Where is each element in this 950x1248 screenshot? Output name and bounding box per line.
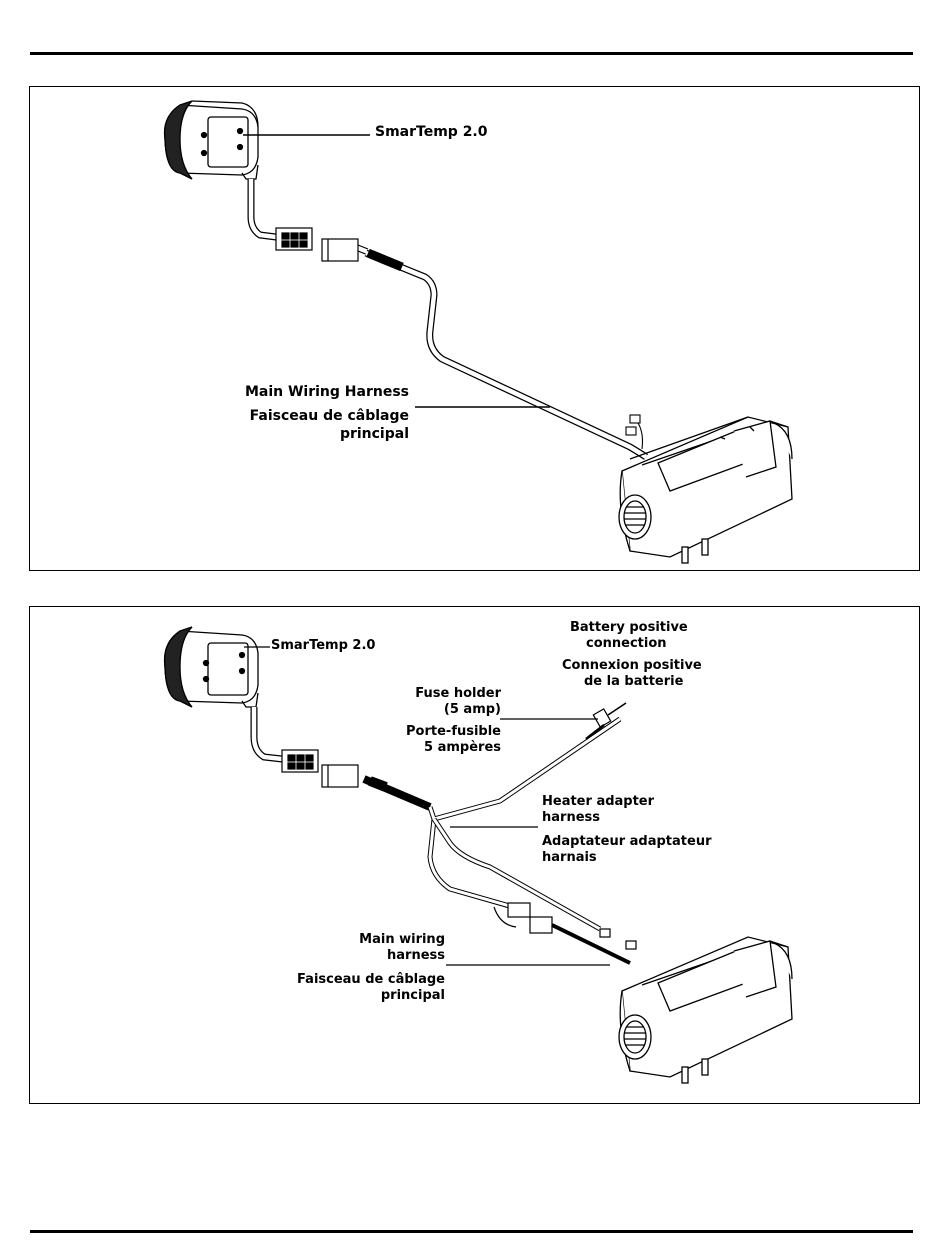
fuse-label-fr-1: Porte-fusible — [406, 723, 501, 740]
smartemp-controller-2 — [165, 627, 258, 707]
main-harness-label-en-2b: harness — [387, 947, 445, 964]
smartemp-label-1: SmarTemp 2.0 — [375, 123, 488, 141]
wiring-diagram-panel-2: SmarTemp 2.0 Battery positive connection… — [29, 606, 920, 1104]
fuse-label-fr-2: 5 ampères — [424, 739, 501, 756]
bottom-rule — [30, 1230, 913, 1233]
battery-label-en-1: Battery positive — [570, 619, 688, 636]
main-harness-label-fr-2a: Faisceau de câblage — [297, 971, 445, 988]
top-rule — [30, 52, 913, 55]
plug-connector-2 — [282, 750, 318, 772]
main-harness-label-fr-2b: principal — [381, 987, 445, 1004]
main-harness-label-fr-1: Faisceau de câblage — [250, 407, 409, 425]
fuse-label-en-1: Fuse holder — [415, 685, 501, 702]
battery-label-en-2: connection — [586, 635, 667, 652]
main-harness-label-en-2a: Main wiring — [359, 931, 445, 948]
wiring-diagram-2 — [30, 607, 921, 1105]
wiring-diagram-panel-1: SmarTemp 2.0 Main Wiring Harness Faiscea… — [29, 86, 920, 571]
adapter-label-en-2: harness — [542, 809, 600, 826]
socket-connector-2 — [322, 765, 358, 787]
battery-label-fr-1: Connexion positive — [562, 657, 702, 674]
plug-connector — [276, 228, 312, 250]
heater-unit-2 — [619, 937, 792, 1083]
fuse-label-en-2: (5 amp) — [444, 701, 501, 718]
main-harness-label-fr-2: principal — [340, 425, 409, 443]
smartemp-controller — [165, 101, 258, 179]
wiring-diagram-1 — [30, 87, 921, 572]
adapter-label-fr-1: Adaptateur adaptateur — [542, 833, 712, 850]
smartemp-label-2: SmarTemp 2.0 — [271, 637, 375, 654]
socket-connector — [322, 239, 368, 261]
main-harness-label-en-1: Main Wiring Harness — [245, 383, 409, 401]
adapter-label-fr-2: harnais — [542, 849, 597, 866]
heater-unit — [619, 417, 792, 563]
adapter-label-en-1: Heater adapter — [542, 793, 654, 810]
battery-label-fr-2: de la batterie — [584, 673, 683, 690]
